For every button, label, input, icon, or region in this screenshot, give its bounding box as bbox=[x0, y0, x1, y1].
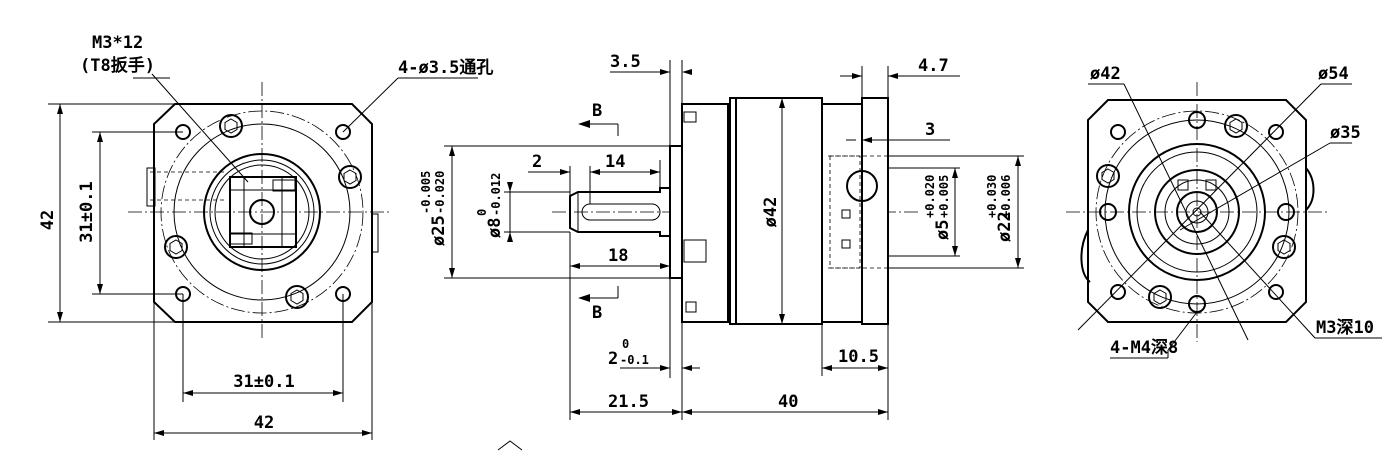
bolt-tool-note: (T8扳手) bbox=[80, 55, 155, 76]
rear-m3-thread-note: M3深10 bbox=[1316, 317, 1374, 338]
input-pilot-tolerance-lower: +0.006 bbox=[999, 175, 1013, 218]
pilot-height-tolerance-upper: 0 bbox=[622, 337, 629, 351]
shaft-length-dimension: 18 bbox=[608, 246, 628, 266]
shaft-diameter-dimension: ø8 bbox=[485, 218, 505, 238]
front-pitch-horizontal-dimension: 31±0.1 bbox=[233, 372, 294, 392]
rear-diameter-42: ø42 bbox=[1090, 64, 1121, 84]
input-bore-dimension: ø5 bbox=[933, 220, 953, 240]
shaft-tolerance-upper: 0 bbox=[475, 209, 489, 216]
bottom-mark bbox=[497, 440, 523, 451]
rear-view: ø42 ø54 ø35 M3深10 4-M4深8 bbox=[1066, 64, 1382, 359]
input-length-dimension: 10.5 bbox=[838, 347, 879, 367]
rear-diameter-35: ø35 bbox=[1330, 123, 1361, 143]
key-offset-dimension: 2 bbox=[532, 152, 542, 172]
input-offset-dimension: 4.7 bbox=[918, 56, 949, 76]
flange-thickness-dimension: 3.5 bbox=[610, 52, 641, 72]
key-length-dimension: 14 bbox=[605, 152, 625, 172]
pilot-height-tolerance-lower: -0.1 bbox=[620, 353, 649, 367]
section-label-bottom: B bbox=[592, 303, 602, 323]
front-length-dimension: 21.5 bbox=[608, 392, 649, 412]
input-pilot-tolerance-upper: +0.030 bbox=[985, 175, 999, 218]
pilot-tolerance-lower: -0.020 bbox=[433, 171, 447, 214]
front-height-dimension: 42 bbox=[38, 210, 58, 230]
input-pilot-dimension: ø22 bbox=[995, 211, 1015, 242]
through-hole-note: 4-ø3.5通孔 bbox=[398, 58, 493, 78]
side-view: 3.5 4.7 3 2 14 18 B B ø25 -0.005 -0.020 … bbox=[419, 52, 1024, 420]
pilot-tolerance-upper: -0.005 bbox=[419, 171, 433, 214]
body-length-dimension: 40 bbox=[778, 392, 798, 412]
pilot-height-dimension: 2 bbox=[608, 349, 618, 369]
body-diameter-dimension: ø42 bbox=[761, 197, 781, 228]
rear-m4-thread-note: 4-M4深8 bbox=[1110, 337, 1178, 358]
input-step-dimension: 3 bbox=[925, 120, 935, 140]
front-pitch-vertical-dimension: 31±0.1 bbox=[77, 181, 97, 242]
rear-diameter-54: ø54 bbox=[1318, 64, 1349, 84]
front-width-dimension: 42 bbox=[254, 413, 274, 433]
section-label-top: B bbox=[592, 101, 602, 121]
input-bore-tolerance-upper: +0.020 bbox=[923, 175, 937, 218]
bolt-note: M3*12 bbox=[92, 33, 143, 53]
front-view: M3*12 (T8扳手) 4-ø3.5通孔 42 31±0.1 31±0.1 4… bbox=[38, 33, 493, 440]
pilot-diameter-dimension: ø25 bbox=[429, 215, 449, 246]
shaft-tolerance-lower: -0.012 bbox=[489, 173, 503, 216]
input-bore-tolerance-lower: +0.005 bbox=[937, 175, 951, 218]
